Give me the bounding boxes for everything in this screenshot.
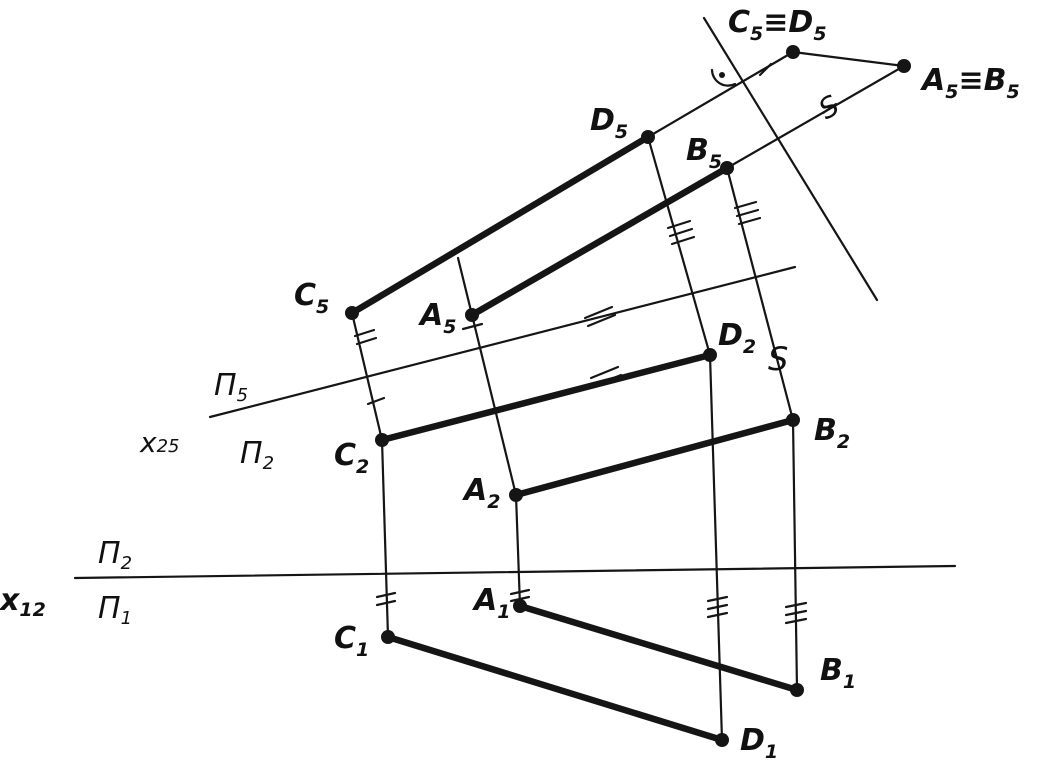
point-a2: [509, 488, 523, 502]
label-d5: D5: [590, 103, 628, 143]
link-c1-c2: [380, 438, 390, 639]
point-labels: A1 B1 C1 D1 A2 B2 C2 D2 A5 B5 C5 D5 C5≡D…: [294, 5, 1020, 763]
axis-x25-line: [208, 265, 797, 419]
point-b1: [790, 683, 804, 697]
point-c2: [375, 433, 389, 447]
points: [345, 45, 911, 747]
plane-pi5-label-upper: Π5: [214, 368, 248, 406]
label-b1: B1: [820, 653, 856, 693]
label-a1: A1: [472, 583, 510, 623]
axis-x12-line: [73, 564, 957, 580]
s-mark-upper: S: [813, 89, 845, 126]
right-angle-dot-icon: [719, 72, 725, 78]
label-c2: C2: [334, 438, 369, 478]
point-a1: [513, 599, 527, 613]
link-b1-b2: [791, 418, 799, 692]
label-a5: A5: [418, 298, 456, 338]
label-d1: D1: [740, 723, 778, 763]
segment-c1-d1: [384, 633, 726, 744]
label-a5-eq-b5: A5≡B5: [920, 63, 1020, 103]
segment-a2-b2: [512, 416, 797, 499]
point-d5: [641, 130, 655, 144]
link-c2-c5: [350, 311, 384, 442]
label-b5: B5: [686, 133, 722, 173]
point-d1: [715, 733, 729, 747]
point-c5: [345, 306, 359, 320]
c5d5-inner-line: [456, 256, 474, 317]
link-a1-a2: [514, 493, 522, 608]
point-cd5: [786, 45, 800, 59]
label-c1: C1: [334, 621, 369, 661]
s-mark-lower: S: [768, 340, 788, 378]
equal-distance-ticks: [353, 62, 838, 625]
point-d2: [703, 348, 717, 362]
link-b5-ab5: [725, 64, 906, 170]
point-a5: [465, 308, 479, 322]
axis-x12-label: x12: [0, 583, 46, 621]
segment-a1-b1: [516, 602, 801, 694]
label-a2: A2: [462, 473, 500, 513]
segment-a5-b5: [468, 164, 731, 319]
label-c5: C5: [294, 278, 329, 318]
plane-pi1-label-lower: Π1: [98, 591, 132, 629]
label-d2: D2: [718, 318, 756, 358]
link-b2-b5: [725, 166, 795, 422]
point-b2: [786, 413, 800, 427]
link-d1-d2: [708, 353, 724, 742]
new-axis-line: [702, 16, 879, 302]
link-d2-d5: [646, 135, 712, 357]
point-b5: [720, 161, 734, 175]
link-a2-a5: [470, 313, 518, 497]
point-c1: [381, 630, 395, 644]
segment-c5-d5: [348, 133, 652, 317]
point-ab5: [897, 59, 911, 73]
right-angle-arc: [710, 68, 737, 87]
plane-pi2-label-upper: Π2: [98, 536, 132, 574]
plane-pi2-label-lower: Π2: [240, 436, 274, 474]
segment-c2-d2: [378, 351, 714, 444]
label-b2: B2: [814, 413, 850, 453]
projection-lines: [350, 16, 906, 742]
label-c5-eq-d5: C5≡D5: [728, 5, 827, 45]
link-cd5-ab5: [791, 50, 906, 68]
axis-x25-label: x25: [139, 426, 179, 459]
segments: [348, 133, 801, 744]
